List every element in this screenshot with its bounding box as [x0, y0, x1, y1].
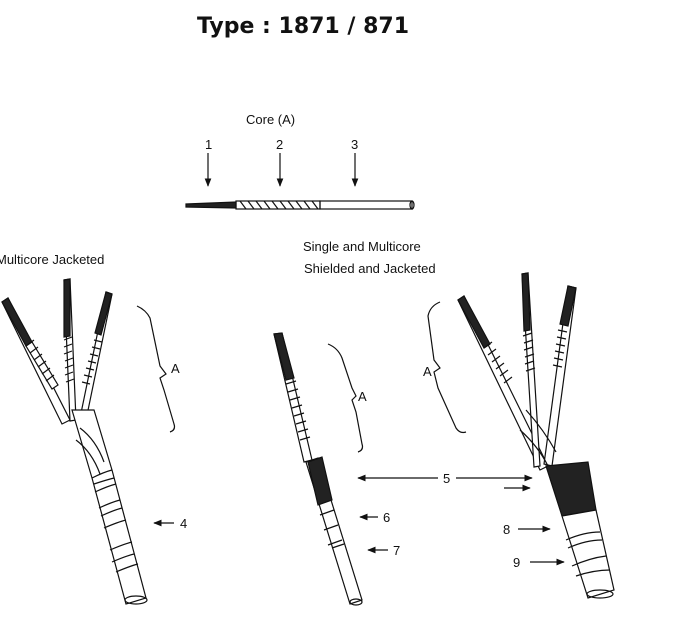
right-bracket	[427, 301, 467, 434]
mid-bracket-label: A	[358, 389, 367, 404]
core-callout-3: 3	[351, 137, 358, 152]
callout-9: 9	[513, 555, 520, 570]
callout-5: 5	[443, 471, 450, 486]
right-bracket-label: A	[423, 364, 432, 379]
callout-6: 6	[383, 510, 390, 525]
core-wire	[185, 200, 415, 210]
mid-bracket	[327, 343, 364, 453]
left-bracket	[136, 305, 176, 433]
single-shielded-cable	[273, 332, 363, 606]
mid-caption-line2: Shielded and Jacketed	[304, 261, 436, 276]
callout-4: 4	[180, 516, 187, 531]
core-callout-2: 2	[276, 137, 283, 152]
left-bracket-label: A	[171, 361, 180, 376]
mid-caption-line1: Single and Multicore	[303, 239, 421, 254]
multicore-jacketed-cable	[1, 278, 148, 605]
multicore-shielded-cable	[457, 272, 615, 599]
core-callout-1: 1	[205, 137, 212, 152]
callout-7: 7	[393, 543, 400, 558]
core-label: Core (A)	[246, 112, 295, 127]
left-caption: Multicore Jacketed	[0, 252, 104, 267]
page-title: Type : 1871 / 871	[196, 14, 410, 39]
callout-8: 8	[503, 522, 510, 537]
